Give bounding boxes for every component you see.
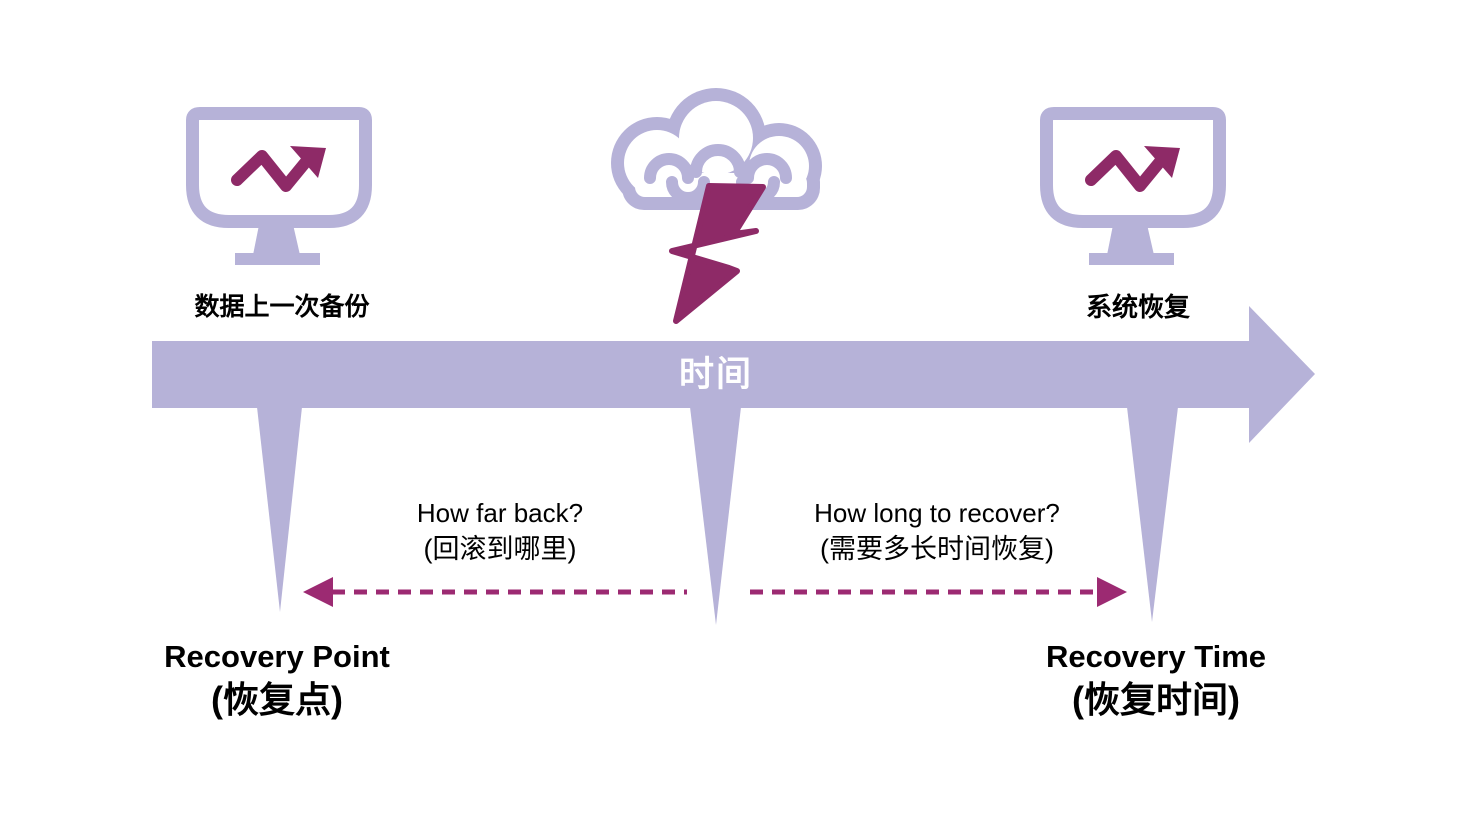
arrowhead-right-icon xyxy=(1097,577,1127,607)
recovery-point-term: Recovery Point (恢复点) xyxy=(164,638,390,724)
recovery-time-zh: (恢复时间) xyxy=(1072,679,1240,720)
rto-question-zh: (需要多长时间恢复) xyxy=(820,534,1054,564)
timeline-marker-backup xyxy=(257,407,302,612)
monitor-trend-up-icon xyxy=(186,107,372,265)
rto-span-arrow xyxy=(750,577,1127,607)
trend-line xyxy=(231,150,315,192)
monitor-stand-neck xyxy=(253,220,300,255)
arrowhead-left-icon xyxy=(303,577,333,607)
rto-question: How long to recover? (需要多长时间恢复) xyxy=(814,497,1060,568)
timeline-marker-disaster xyxy=(690,407,741,625)
recovery-time-en: Recovery Time xyxy=(1046,639,1266,674)
rto-question-en: How long to recover? xyxy=(814,498,1060,528)
recovery-point-en: Recovery Point xyxy=(164,639,390,674)
recovery-time-term: Recovery Time (恢复时间) xyxy=(1046,638,1266,724)
system-recovery-label: 系统恢复 xyxy=(1085,292,1191,322)
rpo-question-en: How far back? xyxy=(416,498,584,528)
rpo-span-arrow xyxy=(303,577,687,607)
cloud-lightning-icon xyxy=(611,88,822,324)
timeline-marker-recovery xyxy=(1127,407,1178,622)
rpo-question-zh: (回滚到哪里) xyxy=(423,534,577,564)
lightning-bolt-icon xyxy=(669,183,766,324)
trend-arrowhead xyxy=(290,146,326,178)
last-backup-label: 数据上一次备份 xyxy=(194,293,370,321)
timeline-label: 时间 xyxy=(678,355,754,394)
monitor-trend-up-icon-right xyxy=(1047,114,1220,266)
rpo-question: How far back? (回滚到哪里) xyxy=(417,497,583,568)
monitor-stand-base xyxy=(235,253,320,265)
recovery-point-zh: (恢复点) xyxy=(211,679,343,720)
timeline-arrow xyxy=(152,306,1315,443)
